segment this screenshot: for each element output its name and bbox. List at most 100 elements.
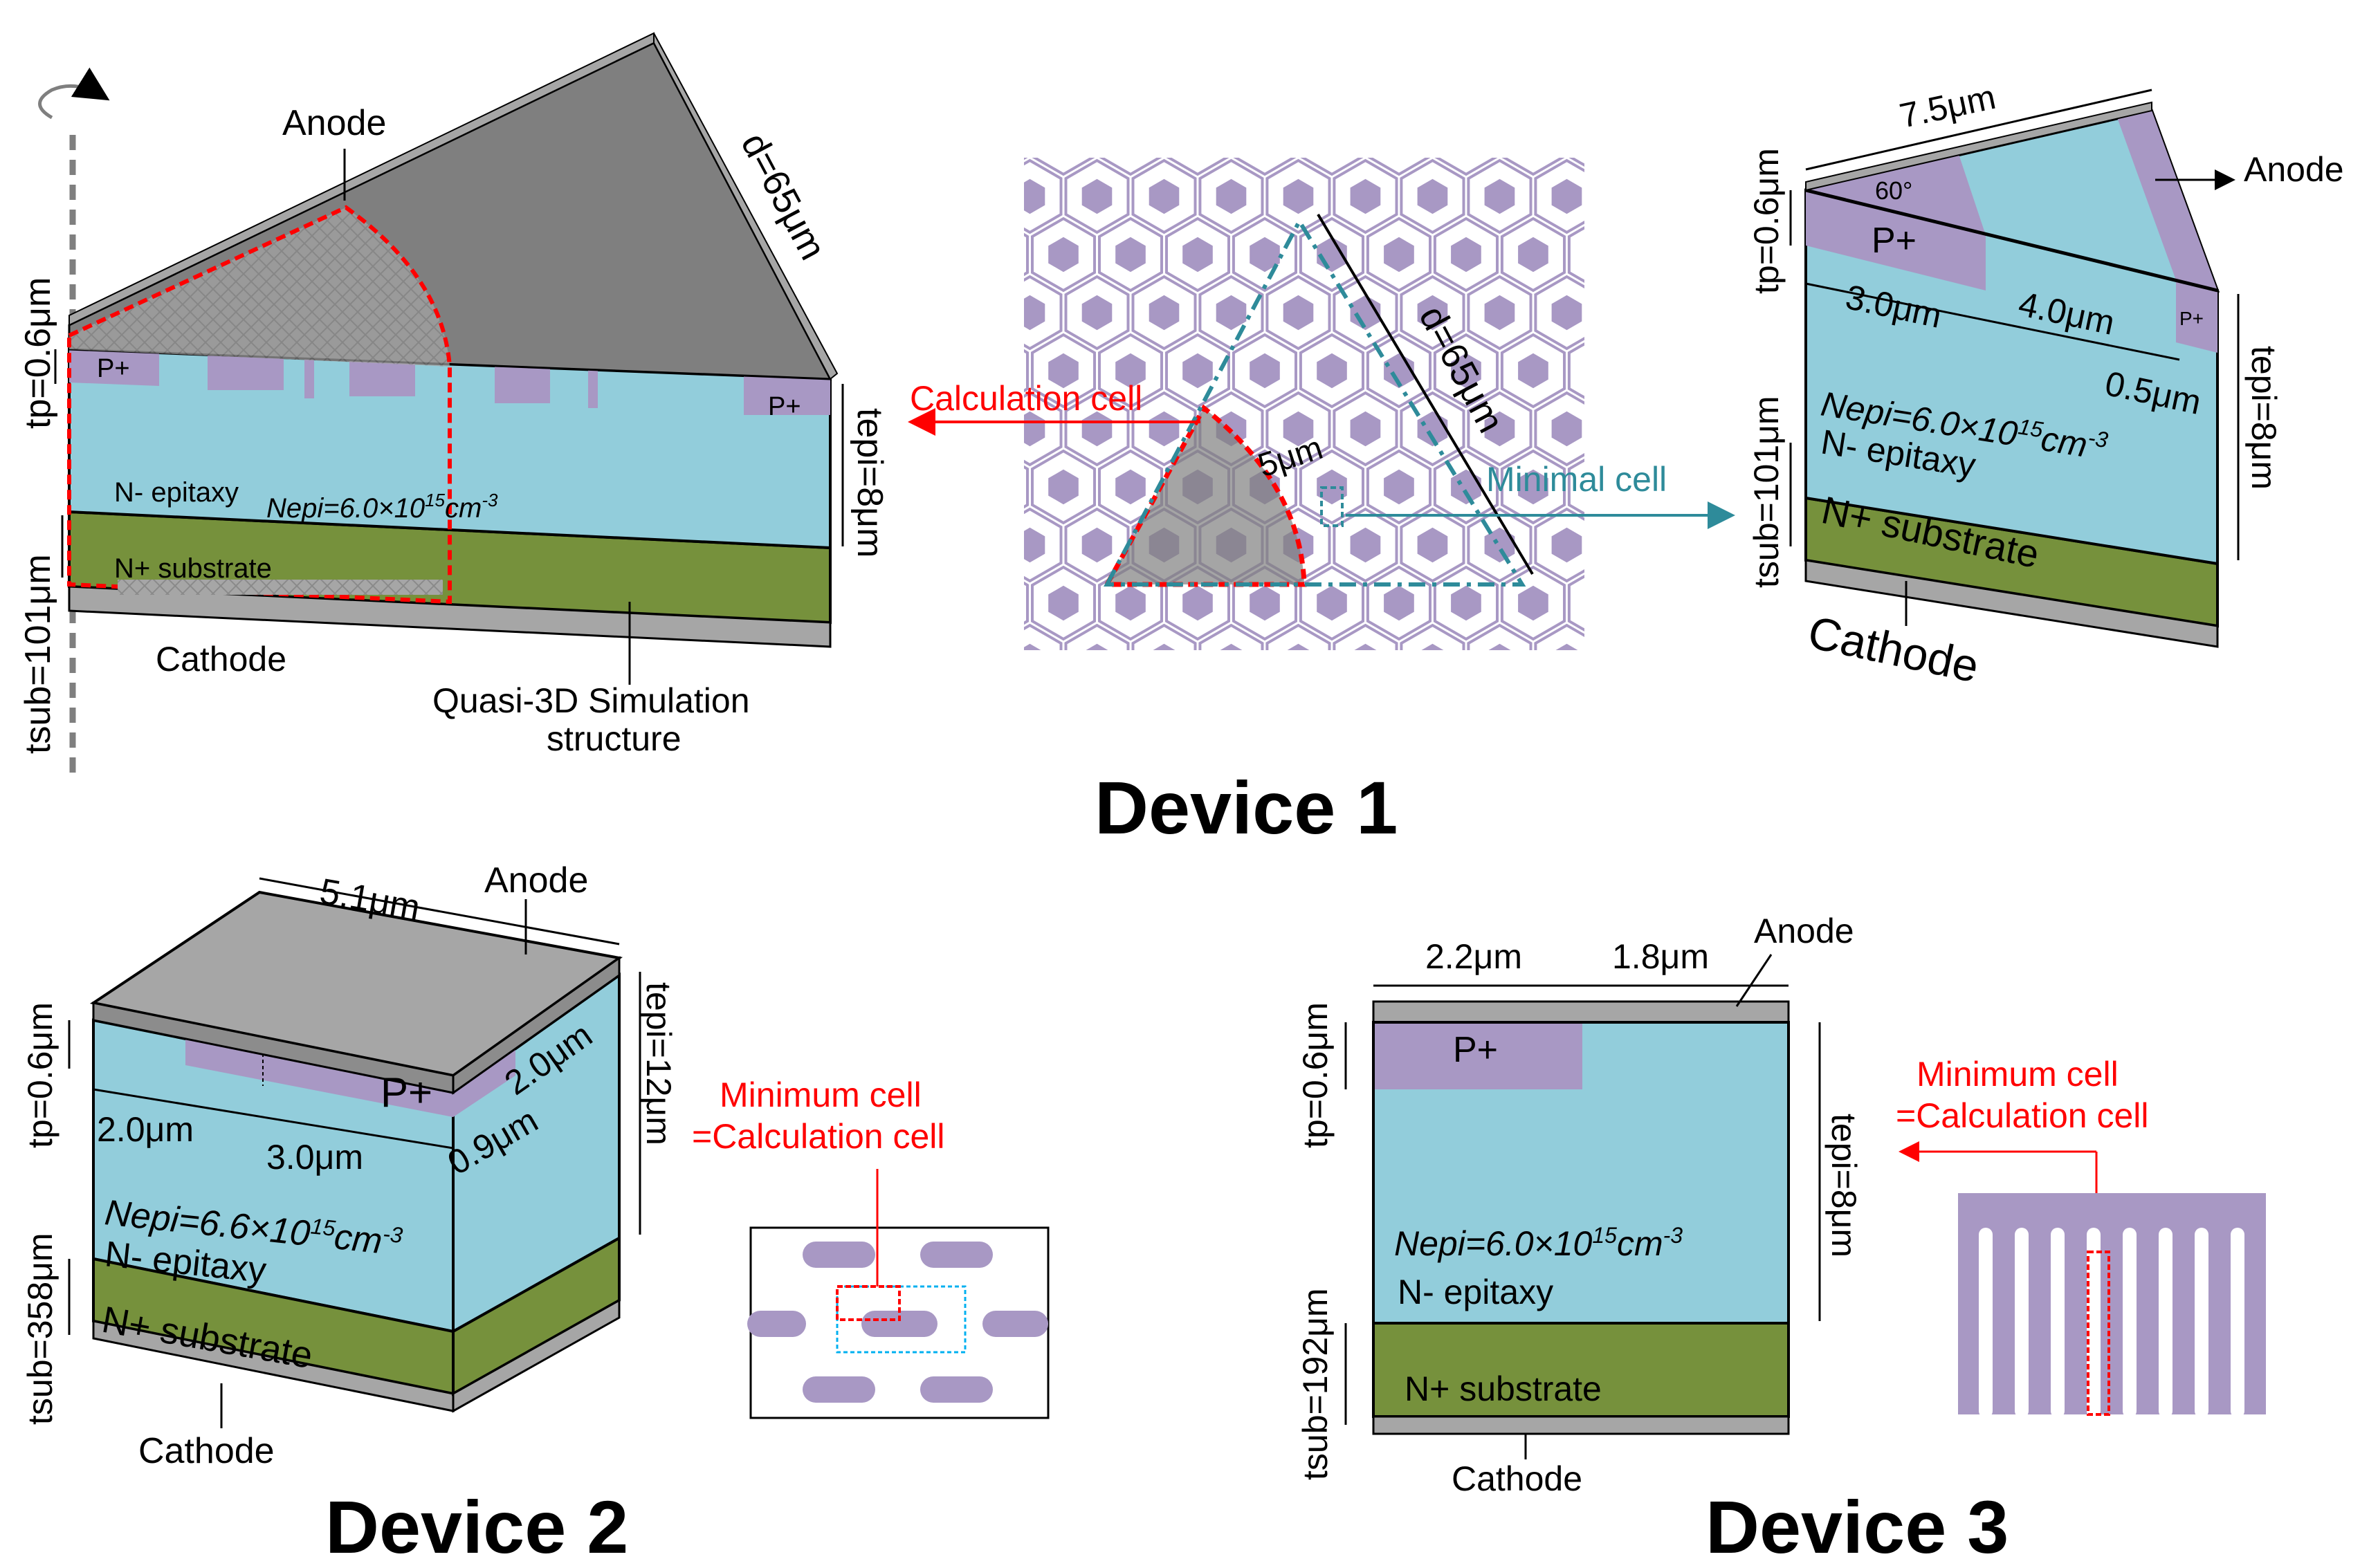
hex-cell-outline [1333,391,1398,467]
hex-cell-outline [1098,333,1163,409]
hex-p-plus [1115,121,1146,156]
hex-p-plus [981,586,1012,620]
minimal-cell-box [1320,486,1344,527]
hex-cell-outline [1131,623,1197,650]
hex-cell-outline [1534,275,1584,351]
hex-cell-outline [1299,216,1364,293]
hex-cell-outline [1400,275,1465,351]
hex-p-plus [1250,237,1280,273]
tp-label: tp=0.6μm [1747,148,1786,294]
cathode-label: Cathode [1804,606,1983,692]
hex-cell-outline [1500,216,1566,293]
hex-p-plus [1283,411,1314,447]
hex-cell-outline [1024,465,1029,509]
hex-cell-outline [1366,565,1432,641]
hex-cell-outline [1024,158,1028,160]
hex-p-plus [1488,643,1511,650]
hex-cell-outline [1500,565,1566,641]
hex-p-plus [1149,178,1180,214]
p-plus-label: P+ [381,1069,432,1116]
hex-cell-outline [1467,275,1533,351]
device2-cell-inset: Minimum cell =Calculation cell [692,1076,1050,1419]
hex-p-plus [1384,585,1414,621]
hex-p-plus [1384,121,1414,156]
calculation-cell-sector [1107,408,1304,584]
hex-p-plus [1518,469,1548,505]
hex-cell-outline [1064,158,1130,234]
width-dim [1805,89,2152,171]
comb-gap [2195,1228,2208,1418]
hex-cell-outline [1031,333,1096,409]
hex-p-plus [1354,643,1377,650]
p-plus-block [349,358,415,396]
hex-p-plus [1384,237,1414,273]
anode-label: Anode [2244,150,2344,189]
hex-cell-outline [1433,216,1499,293]
p-plus-bar [861,1311,937,1337]
hex-p-plus [981,237,1012,272]
hex-p-plus [1350,411,1381,447]
hex-cell-outline [1265,275,1331,351]
p-plus-region [1806,190,1986,290]
anode-edge [1805,101,2152,192]
calculation-cell-outline [1103,404,1307,587]
p-plus-comb [1958,1193,2266,1414]
cathode-label: Cathode [138,1431,275,1471]
hex-cell-outline [1534,623,1584,650]
calculation-cell-box [2087,1251,2110,1416]
hex-cell-outline [1333,623,1398,650]
tp-label: tp=0.6μm [18,277,58,429]
hex-p-plus [1484,295,1515,331]
p-plus-small-label: P+ [2179,308,2204,329]
hex-cell-outline [1366,449,1432,525]
hex-p-plus [1024,295,1045,331]
hex-cell-outline [1165,333,1230,409]
hex-p-plus [1024,178,1045,214]
hex-cell-outline [1024,232,1029,277]
hex-p-plus [1250,121,1280,156]
cathode-metal [1372,1415,1790,1435]
comb-gap [2123,1228,2137,1418]
hex-p-plus [1024,643,1041,650]
hex-cell-outline [1534,391,1584,467]
tepi-label: tepi=8μm [1824,1114,1863,1257]
hex-cell-outline [1366,216,1432,293]
hex-cell-outline [1467,623,1533,650]
rotation-arrow-icon [38,67,110,120]
hex-p-plus [1182,585,1213,621]
comb-gap [1979,1228,1993,1418]
hex-p-plus [1149,295,1180,331]
anode-label: Anode [1754,912,1854,950]
p-plus-bar [920,1376,993,1403]
hex-cell-outline [1198,275,1264,351]
comb-gap [2087,1228,2101,1418]
hex-p-plus [1417,178,1448,214]
hex-cell-outline [1265,158,1331,234]
comb-gap [2051,1228,2065,1418]
hex-p-plus [1551,527,1582,563]
p-plus-bar [920,1242,993,1268]
hex-cell-outline [1567,342,1584,400]
hex-p-plus [1182,353,1213,389]
hex-cell-outline [1433,333,1499,409]
hex-cell-outline [1567,574,1584,632]
hex-p-plus [1182,121,1213,156]
hex-p-plus [1250,585,1280,621]
tepi-label: tepi=8μm [2244,346,2283,490]
p-plus-block [304,357,314,398]
hex-cell-outline [1333,507,1398,583]
tsub-label: tsub=358μm [21,1233,60,1425]
angle-label: 60° [1875,176,1912,205]
hex-p-plus [1153,643,1176,650]
p-plus-block [744,373,830,415]
cathode-label: Cathode [1452,1459,1582,1498]
tepi-label: tepi=12μm [639,982,678,1145]
hex-cell-outline [1400,158,1465,234]
hex-p-plus [1048,585,1079,621]
cell-note-line2: =Calculation cell [1896,1096,2148,1135]
cathode-metal [1804,559,2219,648]
hex-cell-outline [1400,507,1465,583]
device1-left-structure: Anode d=65μm tp=0.6μm tsub=101μm tepi=8μ… [18,32,890,775]
p-plus-small-region [2176,280,2217,353]
p-plus-label: P+ [1872,221,1917,261]
